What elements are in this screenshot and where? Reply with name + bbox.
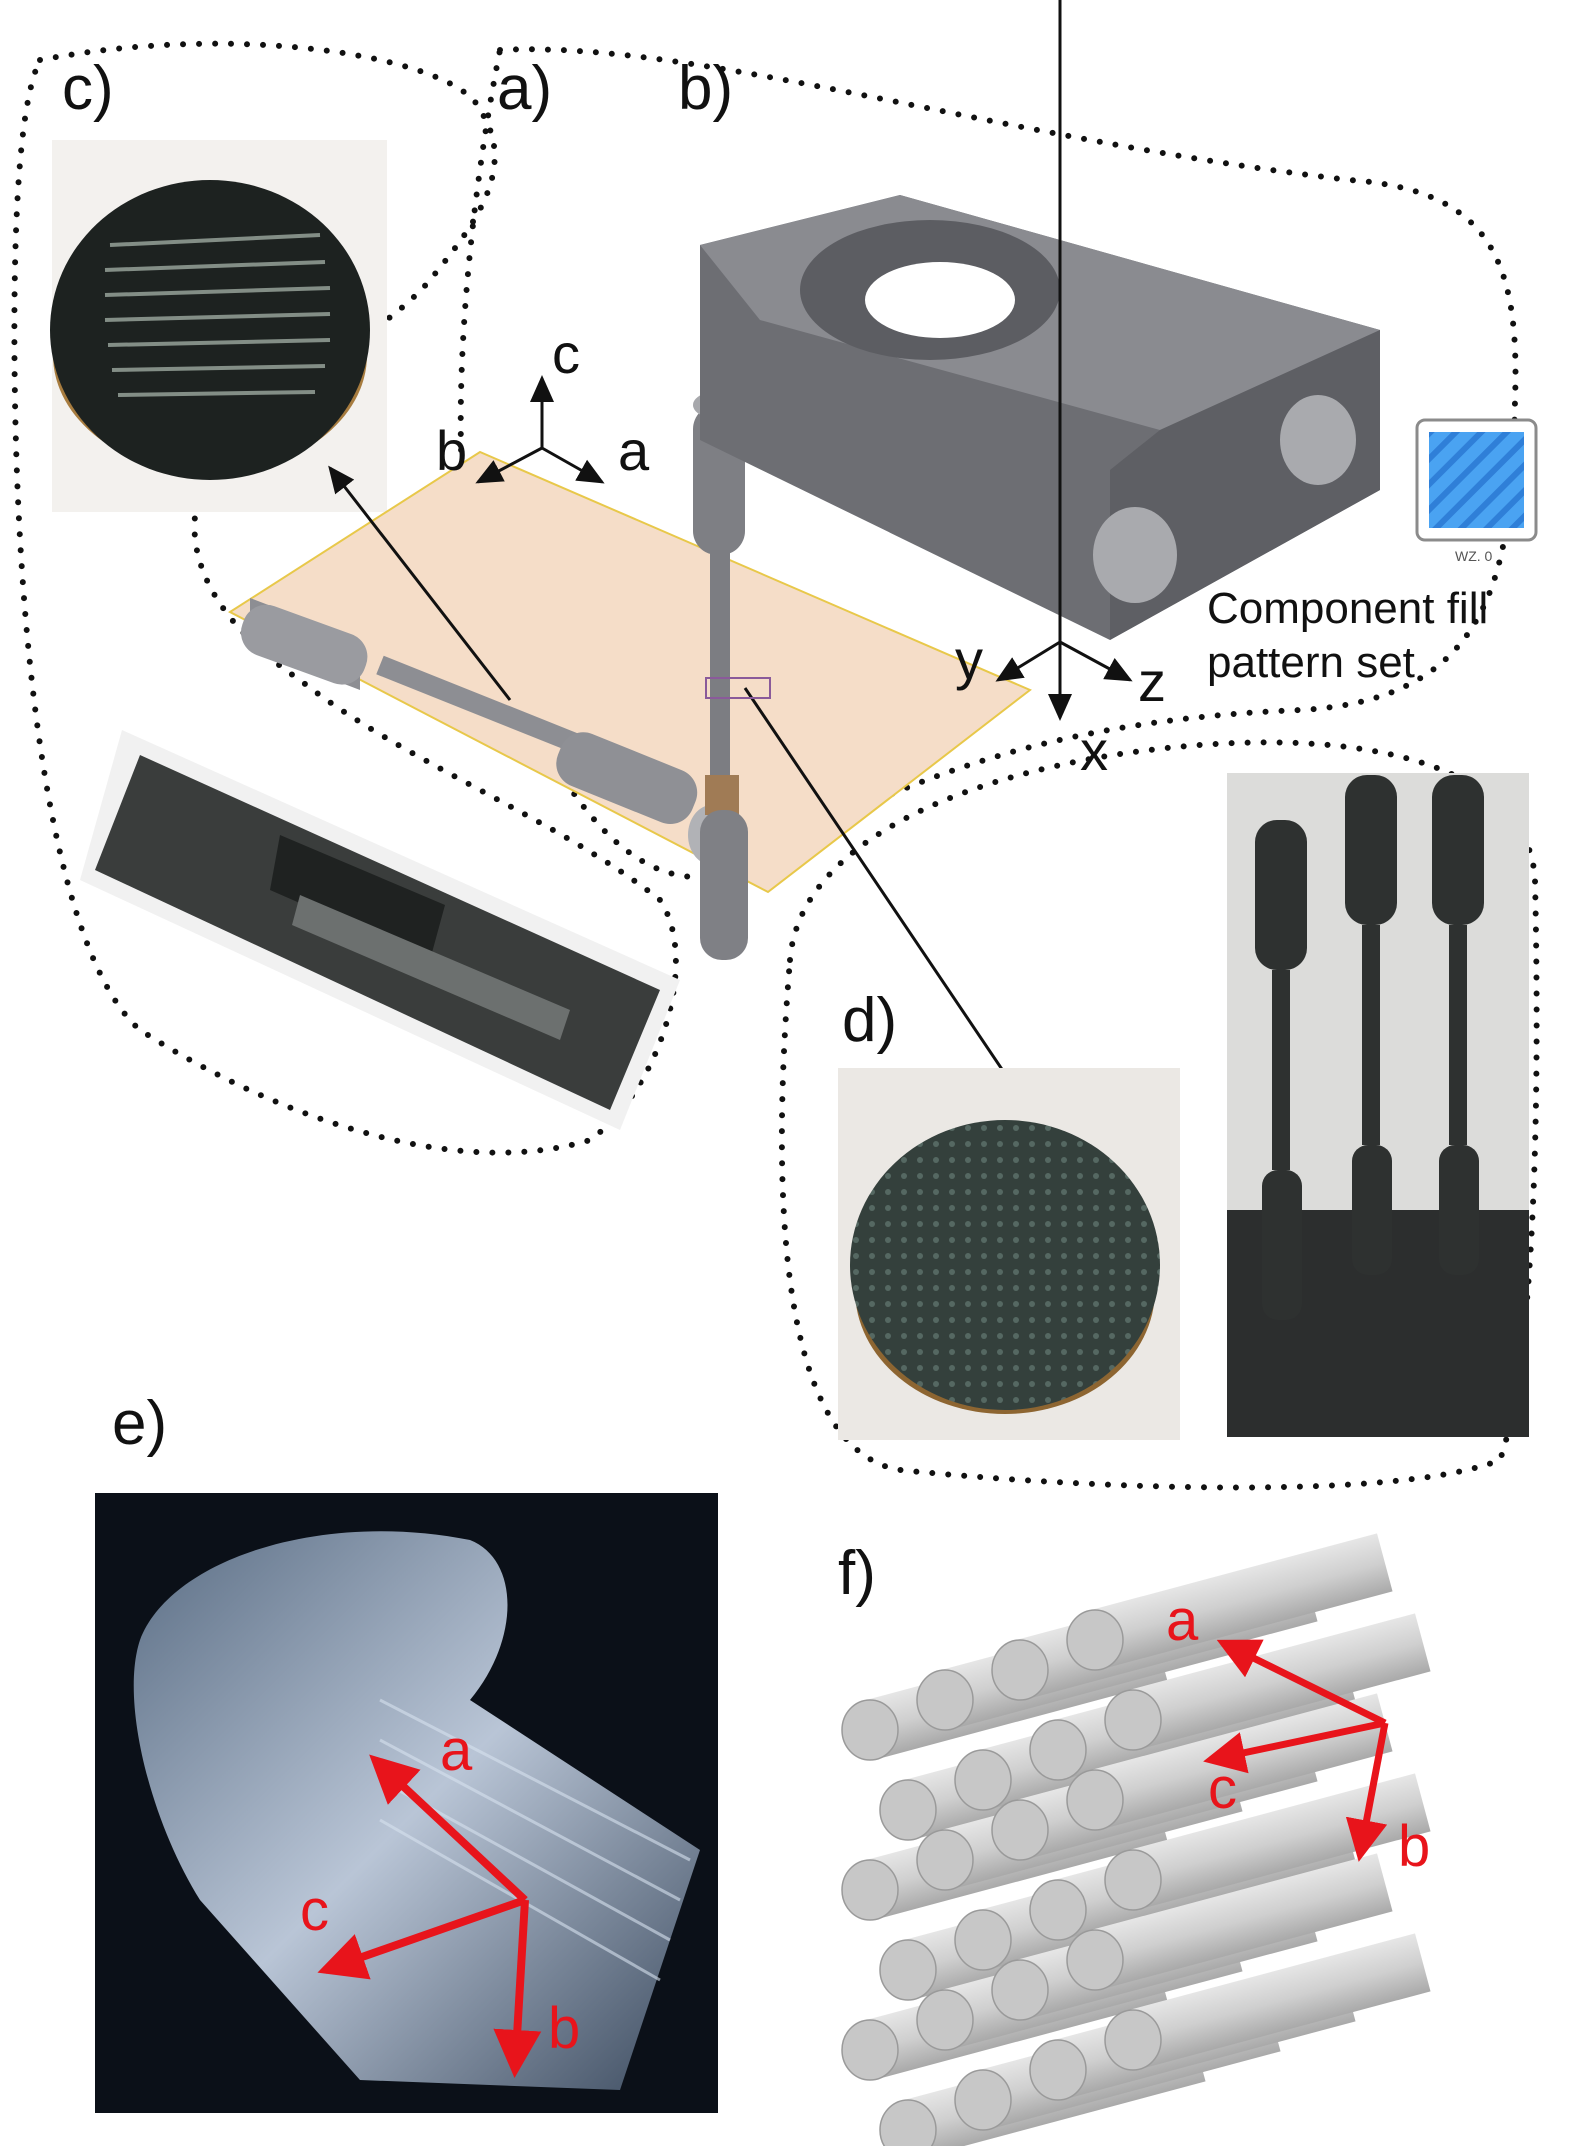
horizontal-print-photo (80, 730, 680, 1130)
panel-f-axes (1203, 1639, 1389, 1862)
panel-c-photo (50, 140, 387, 512)
lattice-rod-end (916, 1669, 974, 1731)
panel-d-photo (838, 1068, 1180, 1440)
panel-e-axes (317, 1754, 542, 2078)
lattice-rod-end (916, 1989, 974, 2051)
abc-axes (475, 375, 605, 484)
panel-label-d: d) (842, 986, 898, 1055)
lattice-rod-end (991, 1799, 1049, 1861)
lattice-rod-end (1029, 2039, 1087, 2101)
lattice-rod-end (879, 2099, 937, 2146)
lattice-rod (1087, 1533, 1393, 1669)
axis-c-label: c (552, 322, 580, 385)
panel-f-lattice (841, 1533, 1431, 2146)
lattice-rod-end (1066, 1609, 1124, 1671)
build-plate (228, 450, 1032, 894)
panel-f-axis-a: a (1166, 1588, 1199, 1653)
lattice-rod-end (916, 1829, 974, 1891)
panel-e-photo (95, 1493, 718, 2113)
panel-label-f: f) (838, 1539, 876, 1608)
lattice-rod (1125, 1933, 1431, 2069)
caption-line-2: pattern set (1207, 638, 1415, 687)
vertical-prints-photo (1227, 773, 1529, 1437)
lattice-rod (1087, 1853, 1393, 1989)
region-outline-b (457, 46, 1519, 880)
xyz-axes (995, 0, 1133, 721)
panel-label-b: b) (678, 54, 734, 123)
caption-line-1: Component fill (1207, 584, 1489, 633)
lattice-rod-end (954, 1909, 1012, 1971)
panel-b-component (700, 195, 1380, 640)
lattice-rod-end (879, 1779, 937, 1841)
axis-a-label: a (618, 419, 650, 482)
panel-e-axis-a: a (440, 1718, 473, 1783)
axis-x-label: x (1080, 719, 1108, 782)
lattice-rod-end (1104, 1849, 1162, 1911)
lattice-rod-end (1066, 1929, 1124, 1991)
panel-label-e: e) (112, 1389, 168, 1458)
panel-e-axis-b: b (548, 1996, 581, 2061)
lattice-rod-end (1066, 1769, 1124, 1831)
lattice-rod-end (954, 1749, 1012, 1811)
arrow-to-panel-c (328, 465, 512, 701)
lattice-rod-end (841, 2019, 899, 2081)
axis-z-label: z (1138, 650, 1166, 713)
panel-label-c: c) (62, 54, 114, 123)
lattice-rod-end (1104, 2009, 1162, 2071)
lattice-rod-end (841, 1859, 899, 1921)
lattice-rod-end (841, 1699, 899, 1761)
lattice-rod (1125, 1773, 1431, 1909)
axis-y-label: y (955, 628, 983, 691)
lattice-rod-end (879, 1939, 937, 2001)
fill-icon-label: WZ. 0 (1455, 548, 1493, 564)
panel-e-axis-c: c (300, 1878, 329, 1943)
lattice-rod-end (991, 1639, 1049, 1701)
lattice-rod-end (954, 2069, 1012, 2131)
lattice-rod-end (1029, 1719, 1087, 1781)
lattice-rod-end (1104, 1689, 1162, 1751)
lattice-rod-end (1029, 1879, 1087, 1941)
cut-plane-marker (705, 677, 771, 699)
lattice-rod (1125, 1613, 1431, 1749)
region-outline-a-c (11, 40, 679, 1156)
axis-b-label: b (436, 419, 468, 482)
lattice-rod-end (991, 1959, 1049, 2021)
panel-f-axis-c: c (1208, 1756, 1237, 1821)
fill-pattern-icon (1415, 418, 1538, 542)
panel-f-axis-b: b (1398, 1814, 1431, 1879)
panel-label-a: a) (497, 54, 553, 123)
